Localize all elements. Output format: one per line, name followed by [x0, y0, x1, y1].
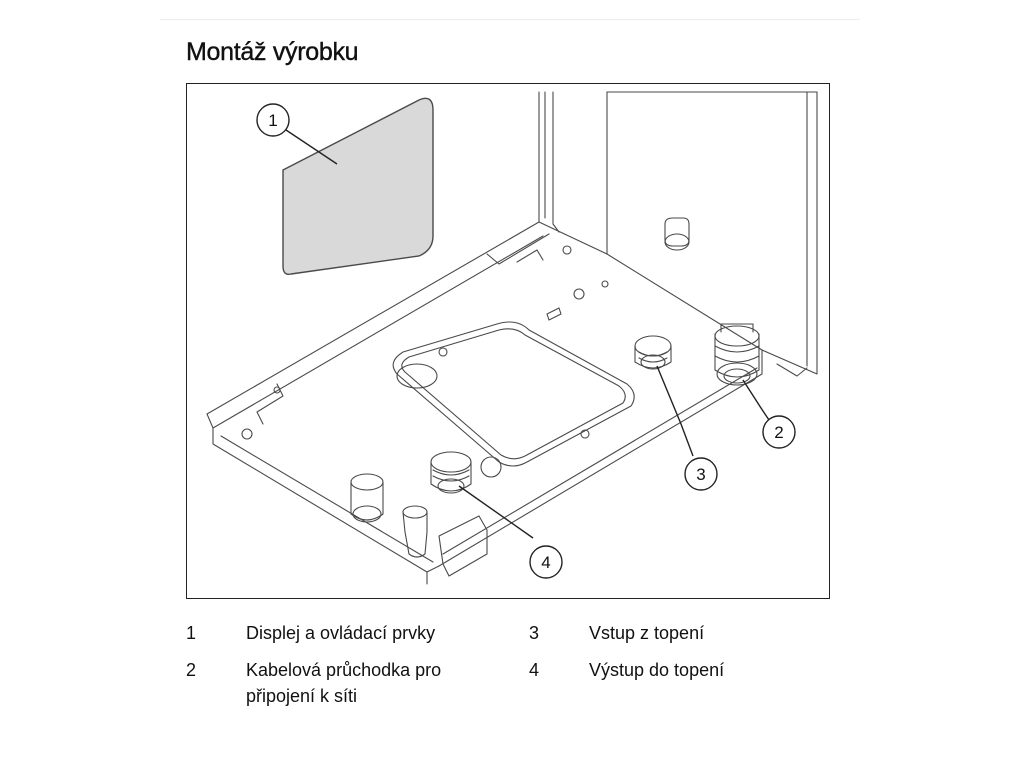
callout-3: 3	[684, 457, 718, 491]
service-opening	[392, 321, 635, 467]
legend-text: Displej a ovládací prvky	[246, 623, 436, 643]
bottom-plate	[206, 221, 808, 585]
callout-2-label: 2	[774, 423, 783, 442]
product-illustration: 1 2 3 4	[186, 83, 830, 599]
callout-3-label: 3	[696, 465, 705, 484]
callout-2-leader	[742, 379, 770, 421]
callout-1-leader	[282, 127, 338, 165]
callout-1: 1	[256, 103, 290, 137]
page-title: Montáž výrobku	[186, 38, 359, 66]
front-left-fittings	[350, 473, 488, 577]
callout-2: 2	[762, 415, 796, 449]
figure-legend: 1 Displej a ovládací prvky 2 Kabelová pr…	[186, 620, 830, 720]
display-panel	[282, 97, 434, 276]
cable-gland-fitting	[714, 323, 760, 386]
legend-text: Kabelová průchodka pro připojení k síti	[246, 660, 442, 706]
callout-4-leader	[458, 485, 534, 539]
callout-4: 4	[529, 545, 563, 579]
unit-side-wall	[538, 91, 818, 375]
legend-number: 2	[186, 660, 197, 680]
legend-number: 4	[529, 660, 540, 680]
heating-inlet-fitting	[634, 335, 672, 370]
heating-outlet-fitting	[430, 451, 472, 494]
callout-3-leader	[656, 365, 694, 457]
legend-text: Výstup do topení	[589, 660, 725, 680]
legend-number: 1	[186, 623, 197, 643]
plate-details	[241, 217, 690, 478]
boiler-underside-drawing: 1 2 3 4	[206, 91, 818, 585]
legend-number: 3	[529, 623, 540, 643]
top-divider	[160, 19, 860, 20]
callout-4-label: 4	[541, 553, 550, 572]
legend-text: Vstup z topení	[589, 623, 705, 643]
callout-1-label: 1	[268, 111, 277, 130]
